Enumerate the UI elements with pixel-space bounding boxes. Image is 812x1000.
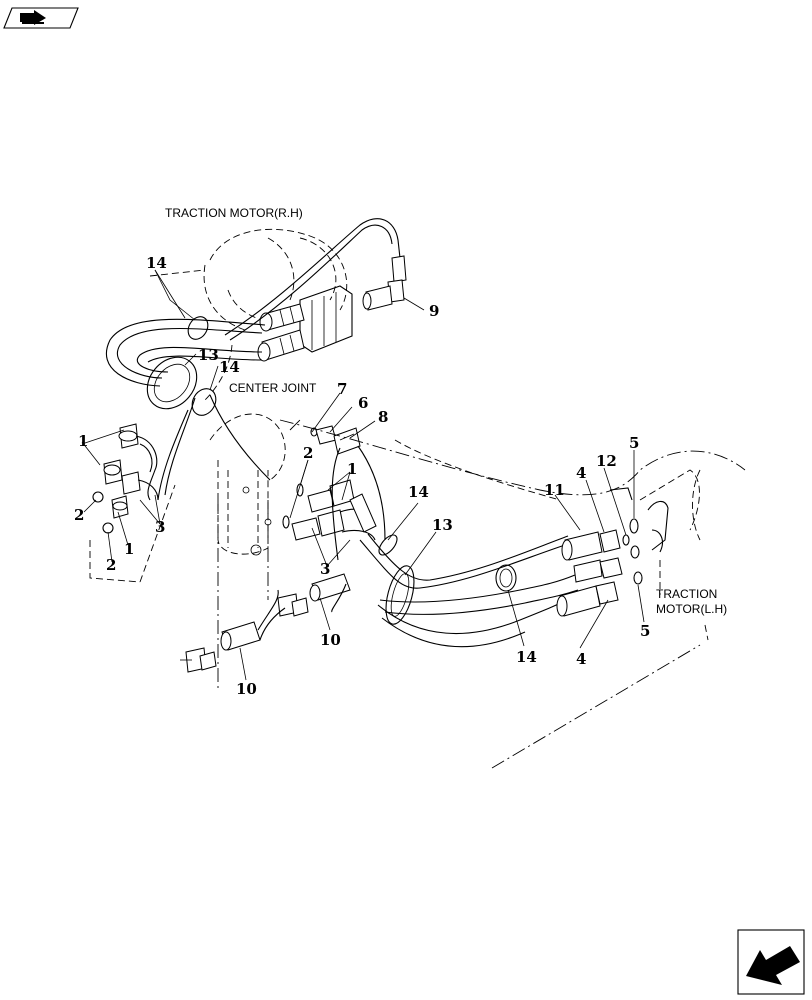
motor-valve-block [257,285,353,362]
callout-3: 3 [320,560,330,578]
callout-13: 13 [198,346,219,364]
callout-4: 4 [576,650,586,668]
clamp-14-rh-b [191,388,217,416]
callout-13: 13 [432,516,453,534]
callout-14: 14 [408,483,429,501]
hoses-lh [359,533,579,648]
center-joint-label: CENTER JOINT [229,381,317,395]
traction-motor-rh-label: TRACTION MOTOR(R.H) [165,206,303,220]
callout-4: 4 [576,464,586,482]
callout-2: 2 [106,556,116,574]
callout-5: 5 [629,434,639,452]
callout-6: 6 [358,394,368,412]
book-arrow-icon[interactable] [3,7,79,29]
callout-1: 1 [124,540,134,558]
traction-motor-lh-housing [279,419,746,769]
middle-fittings-group [282,425,386,561]
clamp-14-lh-b [495,564,517,592]
callout-1: 1 [78,432,88,450]
callout-3: 3 [155,518,165,536]
lh-connectors [556,518,643,617]
callout-8: 8 [378,408,388,426]
callout-9: 9 [429,302,439,320]
callout-5: 5 [640,622,650,640]
callout-10: 10 [320,631,341,649]
left-fittings-group [89,423,176,583]
leader-lines [81,269,645,681]
callout-2: 2 [74,506,84,524]
callout-14: 14 [146,254,167,272]
next-page-arrow-icon[interactable] [737,929,805,995]
traction-motor-lh-label-line2: MOTOR(L.H) [656,602,727,616]
callout-2: 2 [303,444,313,462]
fitting-elbow-9 [362,255,407,311]
callout-1: 1 [347,460,357,478]
callout-7: 7 [337,380,347,398]
grommet-13-lh [385,565,415,625]
clamp-14-lh-a [378,534,398,556]
center-joint-body [209,413,286,556]
callout-10: 10 [236,680,257,698]
fitting-10-upper [277,573,351,617]
grommet-13-rh [146,356,198,410]
callout-14: 14 [516,648,537,666]
traction-motor-rh-housing [149,228,348,401]
callout-14: 14 [219,358,240,376]
drain-hose-top [224,218,401,336]
hoses-rh [105,318,271,501]
callout-11: 11 [544,481,565,499]
callout-12: 12 [596,452,617,470]
clamp-14-rh-a [187,316,209,340]
fitting-10-lower [180,621,261,673]
traction-motor-lh-label-line1: TRACTION [656,587,717,601]
